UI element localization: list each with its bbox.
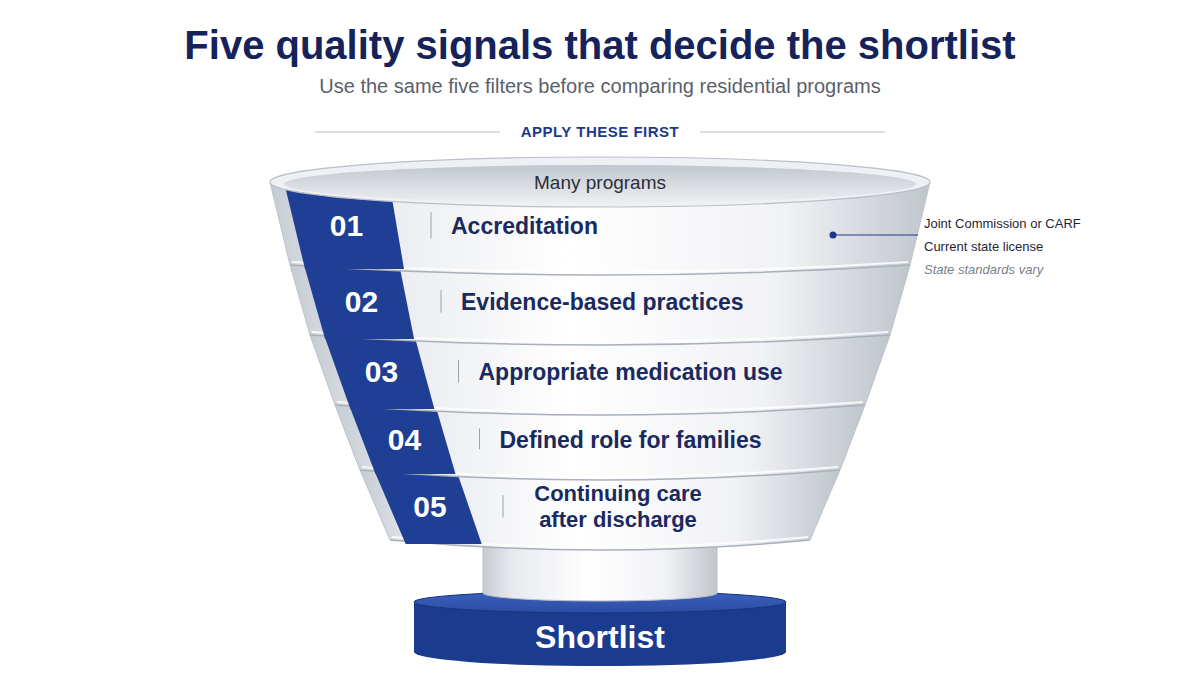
funnel-band: 05 Continuing care after discharge: [360, 470, 840, 554]
tab-separator: [458, 360, 459, 382]
funnel-band: 02 Evidence-based practices: [290, 265, 910, 349]
shortlist-platform: Shortlist: [412, 590, 788, 672]
step-name: Continuing care after discharge: [513, 470, 723, 544]
diagram-title: Five quality signals that decide the sho…: [0, 20, 1200, 70]
band-edge: [910, 182, 930, 265]
divider-line: [700, 132, 885, 133]
divider-line: [315, 132, 500, 133]
platform-top: [414, 591, 786, 613]
tab-separator: [441, 290, 442, 312]
band-body: [310, 335, 890, 415]
band-edge: [840, 405, 865, 470]
section-label: APPLY THESE FIRST: [480, 122, 720, 141]
funnel-band: 03 Appropriate medication use: [310, 335, 890, 419]
step-name: Appropriate medication use: [479, 335, 858, 409]
annotation-text: Current state license: [924, 238, 1194, 255]
funnel-rim: Many programs: [268, 156, 932, 210]
step-name: Evidence-based practices: [461, 265, 880, 339]
band-body: [290, 265, 910, 345]
step-number: 03: [337, 335, 427, 409]
band-edge: [810, 470, 840, 540]
band-body: [335, 405, 865, 480]
funnel-band: 04Defined role for families: [335, 405, 865, 484]
tab-separator: [431, 212, 432, 239]
step-number: 02: [314, 265, 409, 339]
annotation-text: Joint Commission or CARF: [924, 215, 1194, 232]
subtitle: Use the same five filters before compari…: [0, 74, 1200, 98]
step-number: 04: [362, 405, 448, 474]
band-edge: [290, 265, 310, 335]
band-edge: [865, 335, 890, 405]
tab-separator: [479, 428, 480, 449]
shortlist-label: Shortlist: [412, 614, 788, 660]
annotation-text: State standards vary: [924, 261, 1194, 278]
step-number: 05: [389, 470, 471, 544]
band-body: [270, 182, 930, 275]
tab-separator: [503, 495, 504, 517]
band-body: [360, 470, 840, 550]
funnel-input-label: Many programs: [268, 156, 932, 210]
band-edge: [890, 265, 910, 335]
